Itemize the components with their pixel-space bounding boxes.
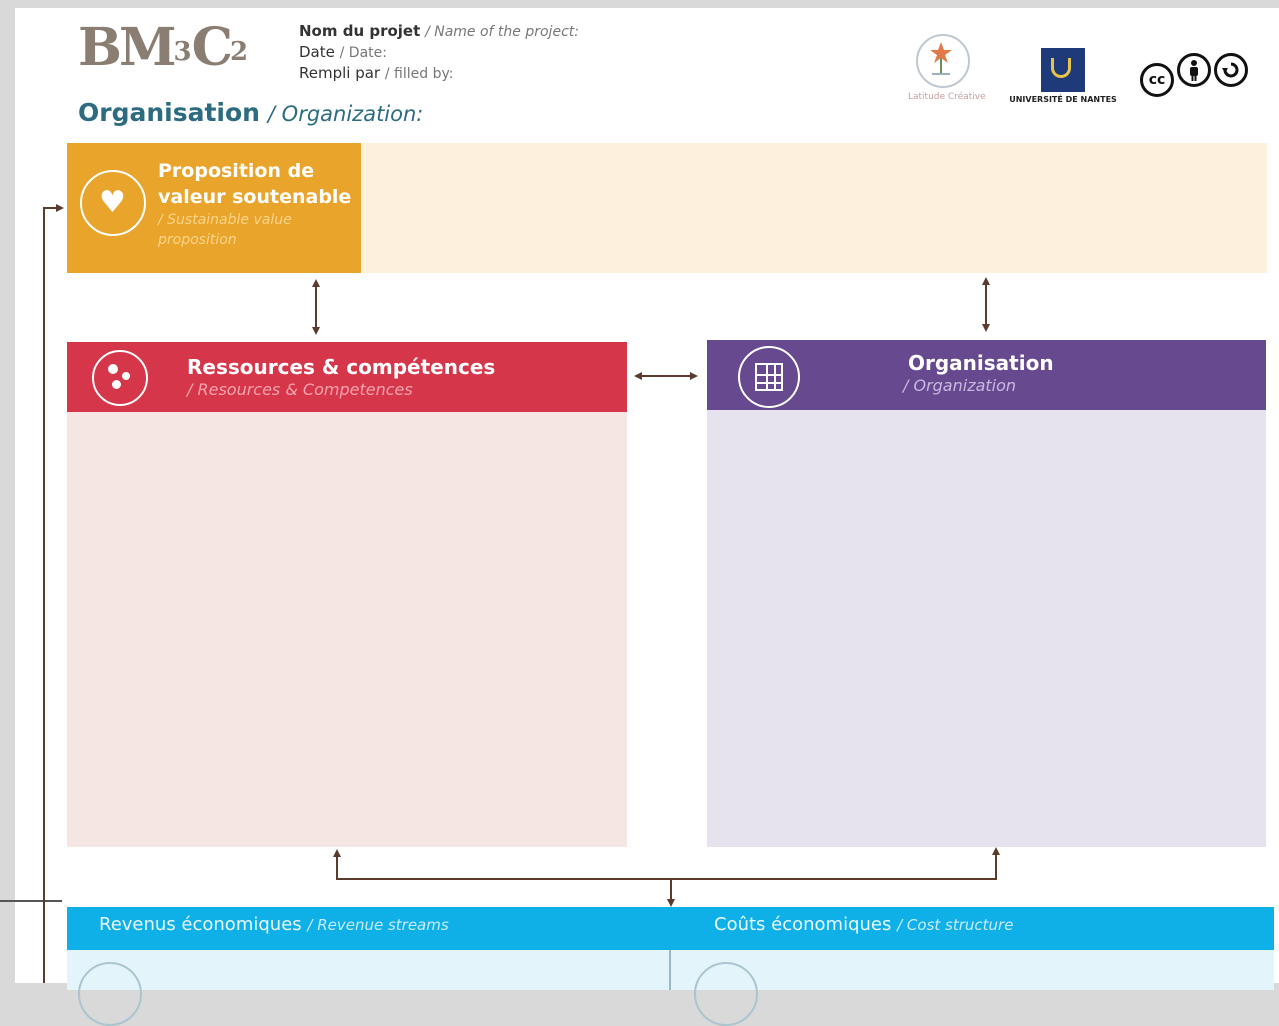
organisation-header <box>707 340 1266 410</box>
cost-structure-label: Coûts économiques / Cost structure <box>714 914 1014 935</box>
universite-nantes-logo: UNIVERSITÉ DE NANTES <box>1008 48 1118 104</box>
by-icon <box>1177 53 1211 87</box>
organisation-block-subtitle: / Organization <box>903 376 1017 395</box>
latitude-creative-logo: Latitude Créative <box>908 34 986 104</box>
resources-header <box>67 342 627 412</box>
creative-commons-badge: cc <box>1140 53 1251 97</box>
univ-caption: UNIVERSITÉ DE NANTES <box>1009 95 1117 104</box>
value-proposition-title: Proposition de valeur soutenable <box>158 160 352 208</box>
filled-by-field[interactable]: Rempli par / filled by: <box>299 64 453 83</box>
cc-icon: cc <box>1140 63 1174 97</box>
latitude-caption: Latitude Créative <box>908 92 986 102</box>
organisation-block-title: Organisation <box>908 351 1054 375</box>
resources-icon <box>92 350 148 406</box>
project-name-label-en: / Name of the project: <box>425 24 579 40</box>
feedback-loop-arrow <box>43 204 64 983</box>
bm3c2-logo: BM3C2 <box>78 17 249 78</box>
connector-arrows <box>43 204 1000 983</box>
revenue-streams-label: Revenus économiques / Revenue streams <box>99 914 449 935</box>
organisation-title: Organisation <box>78 98 260 127</box>
economic-bar <box>67 907 1274 950</box>
organisation-area[interactable] <box>707 410 1266 847</box>
univ-nantes-icon <box>1041 48 1085 92</box>
heart-icon: ♥ <box>80 170 146 236</box>
project-name-field[interactable]: Nom du projet / Name of the project: <box>299 22 579 41</box>
filled-by-label: Rempli par <box>299 64 381 82</box>
palm-tree-icon <box>916 34 970 88</box>
economic-divider <box>669 950 671 990</box>
date-label-en: / Date: <box>339 45 387 61</box>
filled-by-label-en: / filled by: <box>384 66 454 82</box>
resources-subtitle: / Resources & Competences <box>187 380 413 399</box>
date-field[interactable]: Date / Date: <box>299 43 387 62</box>
value-proposition-subtitle: / Sustainable value proposition <box>158 212 292 248</box>
organisation-grid-icon <box>738 346 800 408</box>
resources-title: Ressources & compétences <box>187 355 496 379</box>
sa-icon <box>1214 53 1248 87</box>
organisation-title-en: / Organization: <box>267 102 424 126</box>
bottom-connector-line <box>336 852 997 880</box>
resources-area[interactable] <box>67 412 627 847</box>
page-edge-line <box>0 900 62 902</box>
project-name-label: Nom du projet <box>299 22 421 40</box>
date-label: Date <box>299 43 335 61</box>
organisation-name-field[interactable]: Organisation / Organization: <box>78 98 423 127</box>
